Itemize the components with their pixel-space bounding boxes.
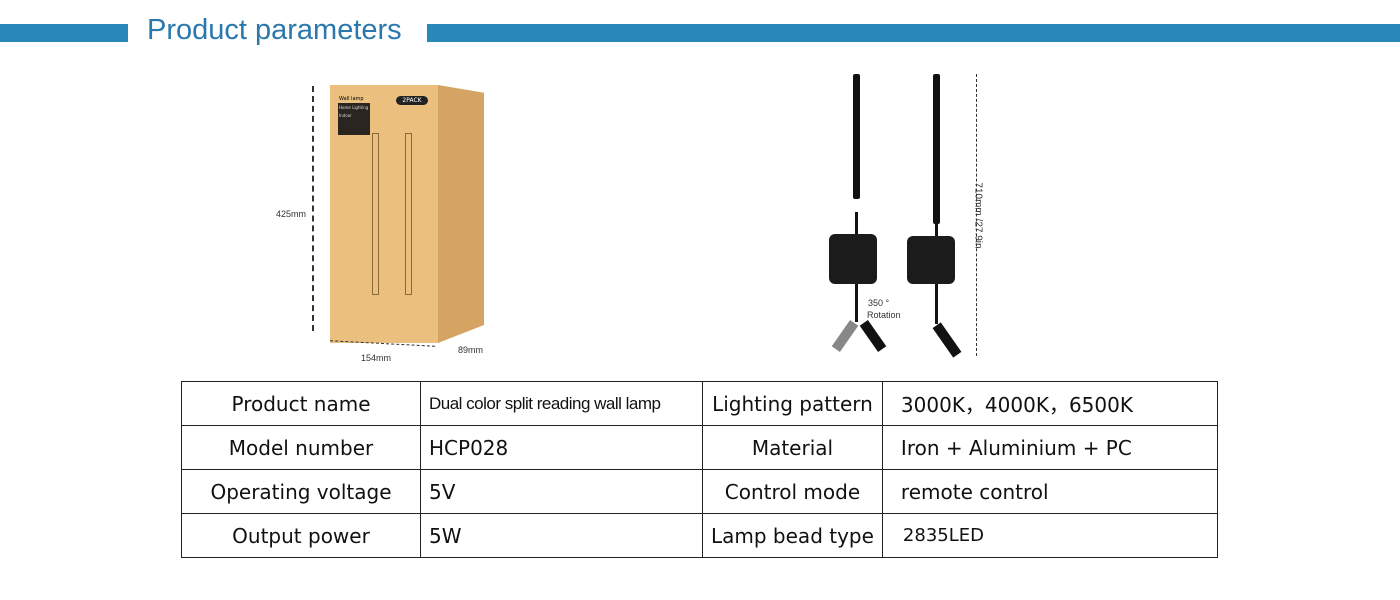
box-height: 425mm: [276, 209, 307, 219]
header-bar-right: [427, 24, 1400, 42]
box-sub-text: Home Lighting: [339, 105, 369, 110]
spec-value: 5W: [420, 513, 703, 558]
height-dimension-line: [312, 86, 314, 331]
rotation-label: Rotation: [867, 310, 901, 320]
product-box-side: [438, 85, 484, 343]
page-title: Product parameters: [147, 14, 402, 46]
spec-key: Lamp bead type: [702, 513, 883, 558]
lamp-head-ghost: [831, 320, 859, 352]
box-label-text: Wall lamp: [338, 95, 370, 103]
box-indoor-text: Indoor: [339, 113, 352, 118]
spec-value: 5V: [420, 469, 703, 514]
spec-value: 3000K，4000K，6500K: [881, 381, 1219, 426]
spec-value: Iron + Aluminium + PC: [881, 425, 1219, 470]
lamp-plate-left: [829, 234, 877, 284]
box-label: Wall lamp Home Lighting Indoor: [338, 95, 370, 135]
spec-key: Output power: [181, 513, 421, 558]
box-pack-badge: 2PACK: [396, 96, 428, 105]
spec-value: remote control: [881, 469, 1219, 514]
lamp-head-right: [932, 322, 962, 358]
box-depth: 89mm: [458, 345, 484, 355]
spec-key: Product name: [181, 381, 421, 426]
header-bar-left: [0, 24, 128, 42]
lamp-tube-right: [933, 74, 940, 224]
spec-key: Control mode: [702, 469, 883, 514]
spec-value: Dual color split reading wall lamp: [420, 381, 703, 426]
spec-value: 2835LED: [881, 513, 1219, 558]
lamp-tube-left: [853, 74, 860, 199]
rotation-degree: 350 °: [868, 298, 890, 308]
spec-key: Lighting pattern: [702, 381, 883, 426]
box-lamp-drawing: [372, 133, 379, 295]
lamp-head-left: [859, 320, 887, 352]
spec-value: HCP028: [420, 425, 703, 470]
spec-key: Model number: [181, 425, 421, 470]
lamp-length: 710mm /27.9in: [972, 182, 984, 249]
box-lamp-drawing: [405, 133, 412, 295]
spec-key: Operating voltage: [181, 469, 421, 514]
length-dimension-line: [976, 74, 977, 356]
spec-key: Material: [702, 425, 883, 470]
box-width: 154mm: [361, 353, 392, 363]
lamp-plate-right: [907, 236, 955, 284]
